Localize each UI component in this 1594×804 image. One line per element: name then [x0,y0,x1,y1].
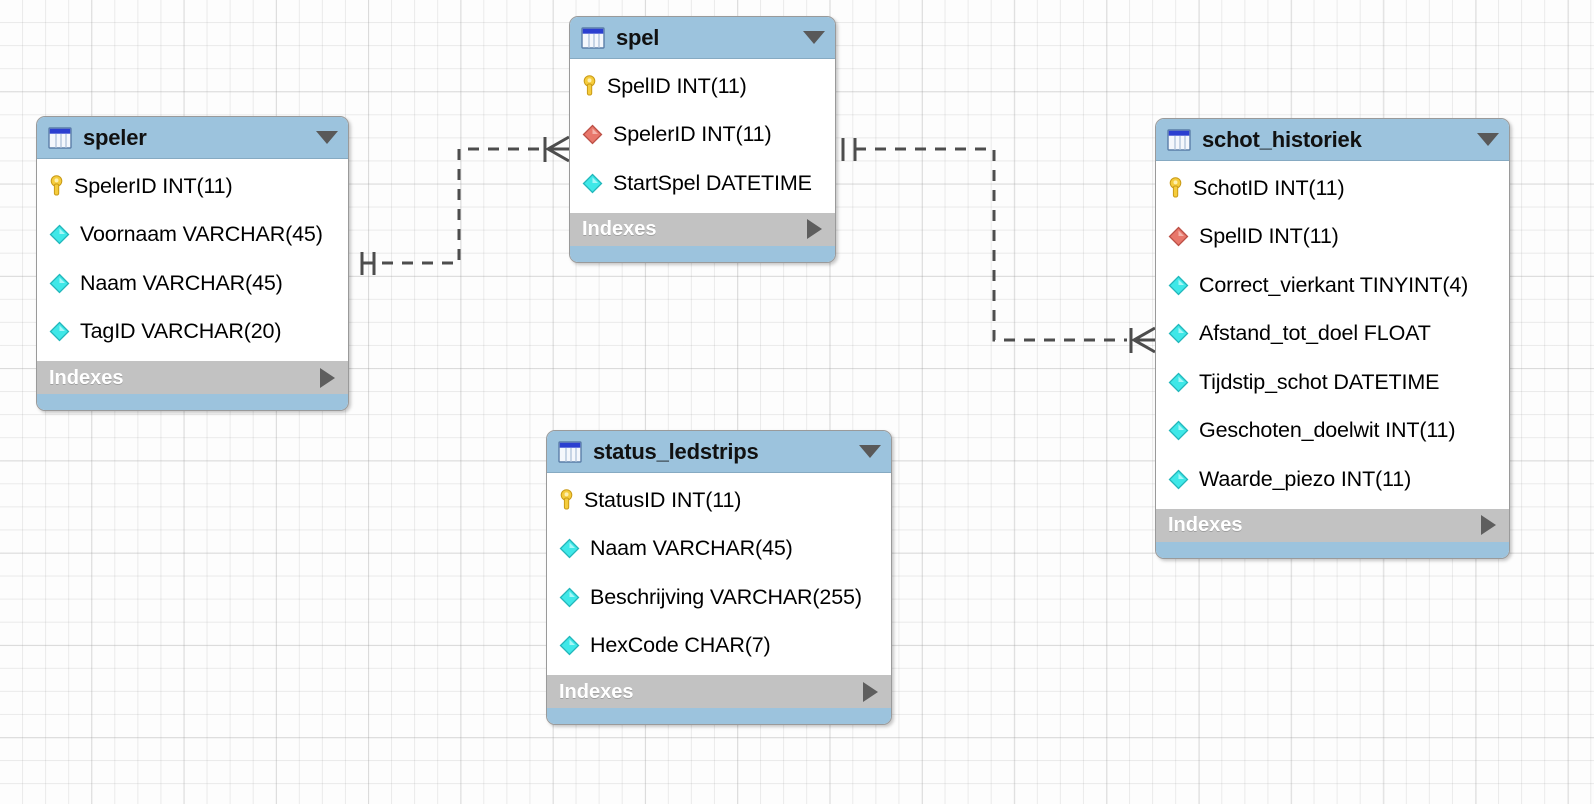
column-icon [582,173,603,194]
column-icon [1168,275,1189,296]
table-name-label: speler [83,124,147,150]
table-row[interactable]: StartSpel DATETIME [570,159,835,208]
indexes-bar[interactable]: Indexes [570,211,835,246]
key-icon [559,489,574,511]
column-icon [1168,420,1189,441]
table-header-schot-historiek[interactable]: schot_historiek [1156,119,1509,161]
table-row[interactable]: SpelID INT(11) [1156,213,1509,262]
column-label: SpelerID INT(11) [613,122,772,146]
relationship-spel-schot-historiek [841,138,1156,354]
table-row[interactable]: Naam VARCHAR(45) [547,525,891,574]
column-label: SpelID INT(11) [607,73,747,98]
table-spel[interactable]: spel SpelID INT(11) [569,16,836,263]
indexes-bar[interactable]: Indexes [547,674,891,708]
column-label: StatusID INT(11) [584,487,742,512]
column-icon [49,321,70,342]
table-icon [48,126,72,149]
column-icon [559,538,580,559]
column-label: Geschoten_doelwit INT(11) [1199,418,1456,442]
column-label: Naam VARCHAR(45) [80,270,283,295]
table-row[interactable]: TagID VARCHAR(20) [37,308,348,357]
table-schot-historiek[interactable]: schot_historiek SchotID INT(11) [1155,118,1510,559]
column-list: SchotID INT(11) SpelID INT(11) [1156,161,1509,508]
column-list: SpelerID INT(11) Voornaam VARCHAR(45) [37,159,348,360]
table-row[interactable]: StatusID INT(11) [547,476,891,525]
chevron-right-icon[interactable] [807,219,822,239]
table-name-label: schot_historiek [1202,126,1362,152]
table-footer [570,245,835,262]
column-label: Beschrijving VARCHAR(255) [590,584,862,609]
indexes-label: Indexes [559,680,634,703]
key-icon [49,175,64,197]
table-row[interactable]: Tijdstip_schot DATETIME [1156,358,1509,407]
indexes-label: Indexes [1168,514,1243,536]
chevron-right-icon[interactable] [863,681,878,702]
table-row[interactable]: Geschoten_doelwit INT(11) [1156,407,1509,456]
column-label: SchotID INT(11) [1193,175,1345,200]
foreign-key-icon [1168,226,1189,247]
indexes-bar[interactable]: Indexes [37,360,348,394]
table-header-status-ledstrips[interactable]: status_ledstrips [547,431,891,473]
table-row[interactable]: Afstand_tot_doel FLOAT [1156,310,1509,359]
table-footer [547,708,891,724]
table-row[interactable]: Correct_vierkant TINYINT(4) [1156,261,1509,310]
chevron-down-icon[interactable] [1477,133,1499,146]
table-row[interactable]: Waarde_piezo INT(11) [1156,455,1509,504]
table-row[interactable]: HexCode CHAR(7) [547,622,891,671]
foreign-key-icon [582,124,603,145]
column-label: Afstand_tot_doel FLOAT [1199,321,1431,345]
table-row[interactable]: Naam VARCHAR(45) [37,259,348,308]
column-icon [49,224,70,245]
table-footer [1156,541,1509,558]
column-label: Voornaam VARCHAR(45) [80,222,323,246]
column-list: StatusID INT(11) Naam VARCHAR(45) [547,473,891,674]
column-label: Tijdstip_schot DATETIME [1199,369,1440,394]
table-row[interactable]: SpelerID INT(11) [37,162,348,211]
table-row[interactable]: SchotID INT(11) [1156,164,1509,213]
table-footer [37,394,348,410]
indexes-label: Indexes [49,366,124,389]
column-icon [559,635,580,656]
indexes-label: Indexes [582,218,657,240]
table-name-label: spel [616,24,660,50]
table-header-spel[interactable]: spel [570,17,835,59]
column-list: SpelID INT(11) SpelerID INT(11) [570,59,835,212]
table-status-ledstrips[interactable]: status_ledstrips StatusID INT(11) [546,430,892,725]
column-icon [1168,372,1189,393]
column-label: SpelerID INT(11) [74,173,233,198]
table-header-speler[interactable]: speler [37,117,348,159]
column-label: Naam VARCHAR(45) [590,536,793,560]
table-row[interactable]: SpelID INT(11) [570,62,835,111]
chevron-down-icon[interactable] [803,31,825,44]
chevron-down-icon[interactable] [316,131,338,144]
column-label: SpelID INT(11) [1199,224,1339,248]
column-label: TagID VARCHAR(20) [80,319,282,343]
column-icon [49,273,70,294]
table-row[interactable]: SpelerID INT(11) [570,111,835,160]
column-label: StartSpel DATETIME [613,170,812,195]
relationship-speler-spel [360,135,570,275]
column-label: Waarde_piezo INT(11) [1199,466,1412,491]
column-icon [1168,323,1189,344]
column-icon [559,587,580,608]
table-name-label: status_ledstrips [593,438,759,464]
chevron-down-icon[interactable] [859,445,881,458]
table-row[interactable]: Beschrijving VARCHAR(255) [547,573,891,622]
indexes-bar[interactable]: Indexes [1156,507,1509,542]
column-label: Correct_vierkant TINYINT(4) [1199,272,1469,297]
table-icon [1167,128,1191,151]
key-icon [1168,177,1183,199]
chevron-right-icon[interactable] [320,367,335,388]
column-label: HexCode CHAR(7) [590,633,771,657]
key-icon [582,75,597,97]
column-icon [1168,469,1189,490]
chevron-right-icon[interactable] [1481,515,1496,535]
table-speler[interactable]: speler SpelerID INT(11) [36,116,349,411]
table-icon [581,26,605,49]
table-row[interactable]: Voornaam VARCHAR(45) [37,211,348,260]
table-icon [558,440,582,463]
